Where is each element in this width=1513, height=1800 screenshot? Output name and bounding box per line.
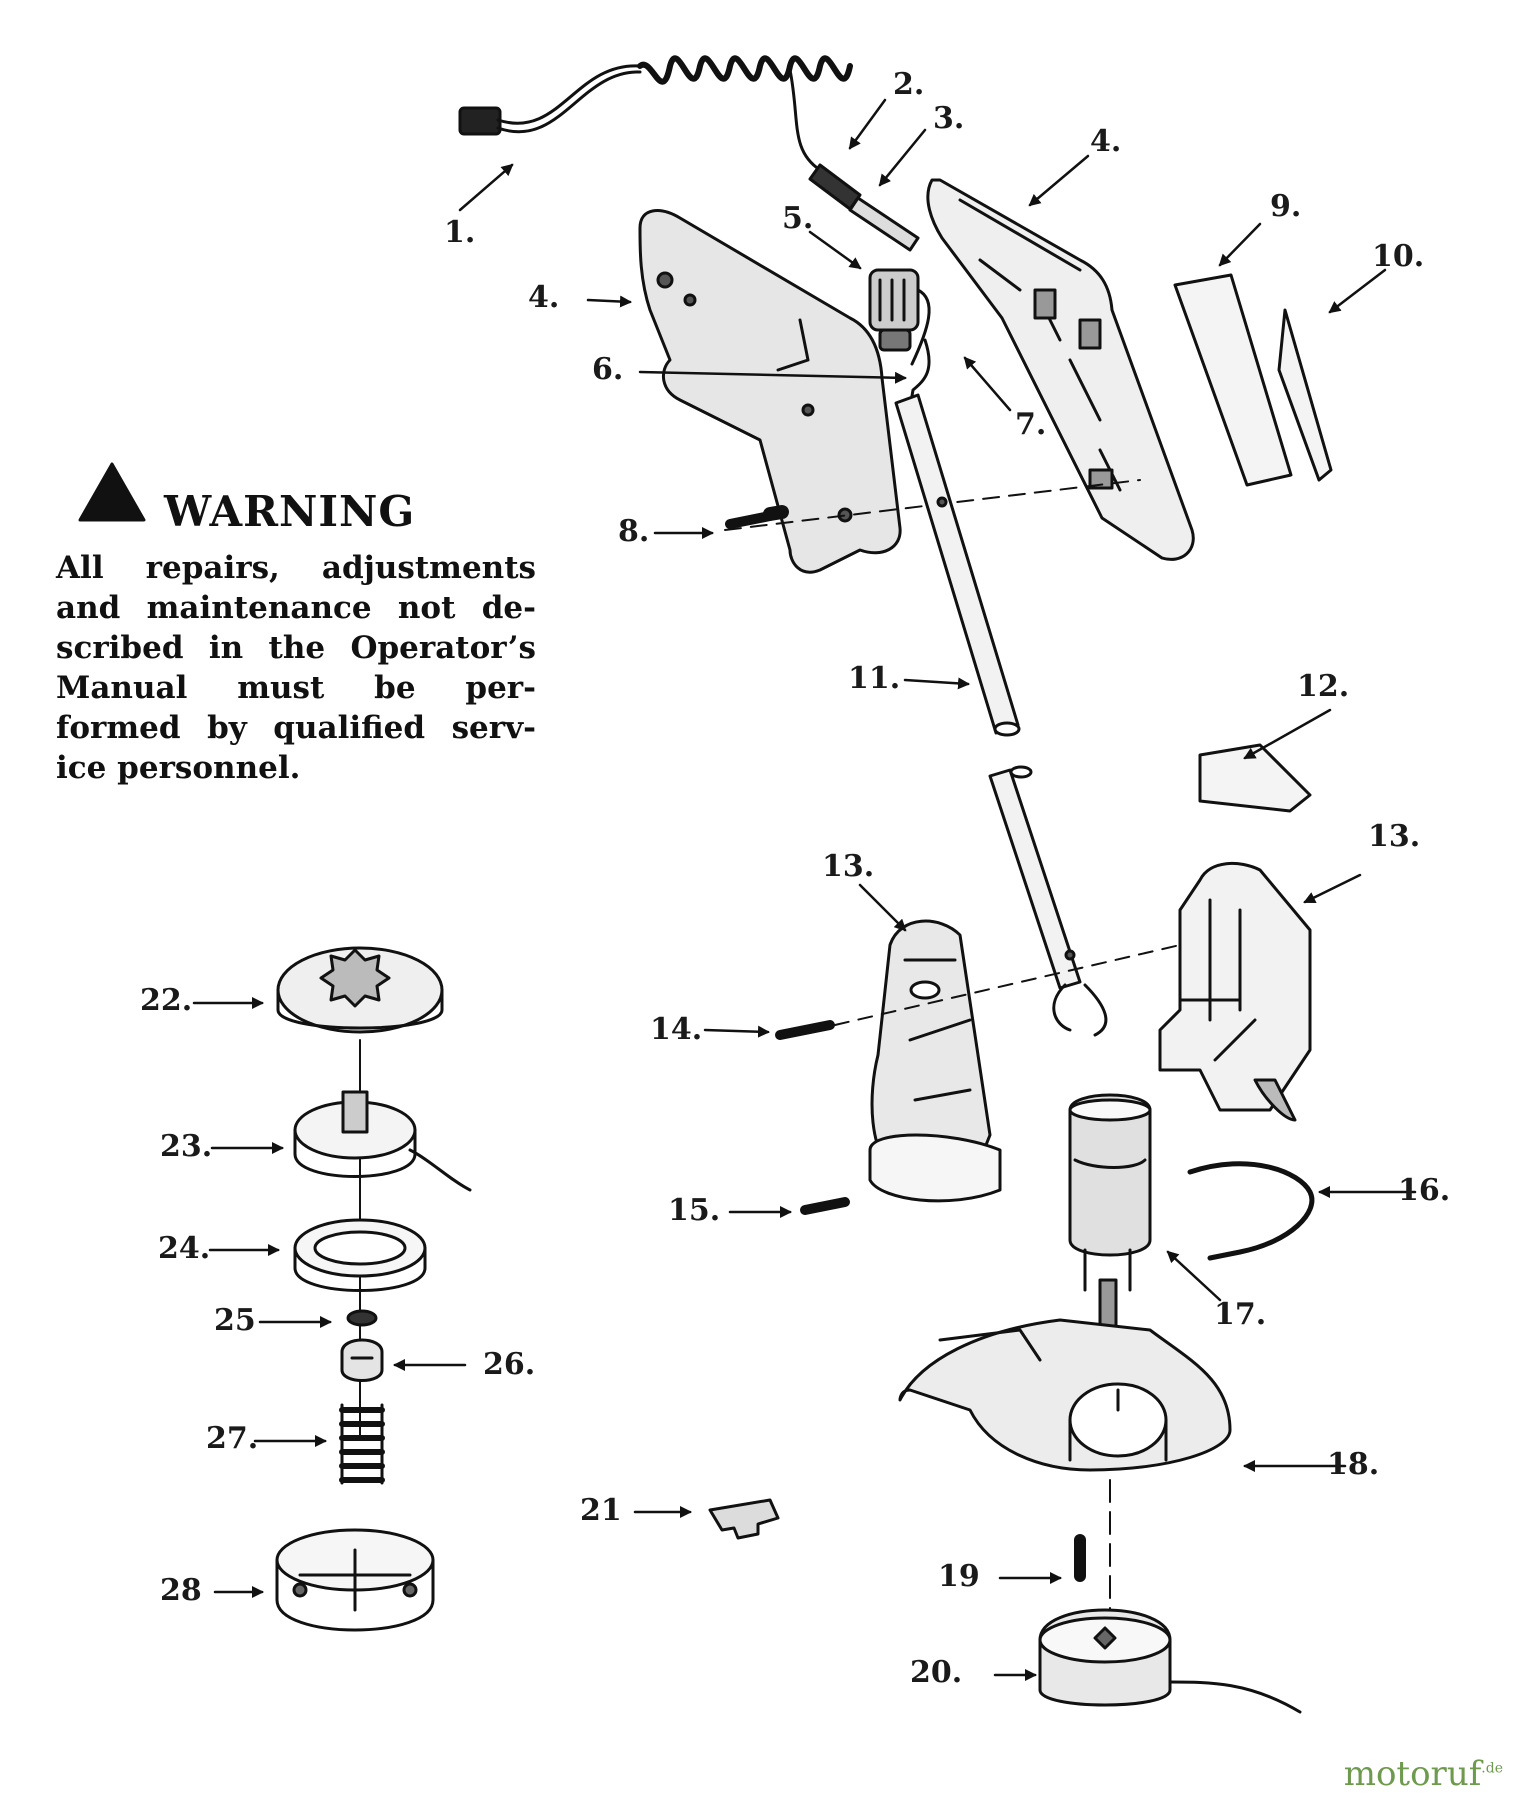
- warning-icon: [78, 462, 146, 522]
- washer-part: [346, 1309, 378, 1327]
- handle-half-right-part: [926, 178, 1195, 561]
- callout-22: 22.: [140, 983, 193, 1018]
- spring-part: [339, 1403, 385, 1485]
- callout-arrows: [192, 98, 1417, 1681]
- warning-title: WARNING: [164, 486, 416, 536]
- callout-6: 6.: [592, 352, 624, 387]
- warning-icon-space: [56, 480, 152, 542]
- callout-16: 16.: [1398, 1173, 1451, 1208]
- callout-26: 26.: [483, 1347, 536, 1382]
- callout-14: 14.: [650, 1012, 703, 1047]
- plug-and-cord-part: [458, 55, 862, 211]
- callout-3: 3.: [933, 101, 965, 136]
- warning-notice: WARNING All repairs, adjustments and mai…: [56, 480, 536, 788]
- handle-half-left-part: [638, 209, 902, 574]
- callout-5: 5.: [782, 201, 814, 236]
- callout-8: 8.: [618, 514, 650, 549]
- callout-19: 19: [938, 1559, 980, 1594]
- spool-housing-part: [275, 1528, 435, 1632]
- callout-1: 1.: [444, 215, 476, 250]
- motor-housing-left-part: [868, 919, 1002, 1203]
- motor-housing-right-part: [1158, 861, 1312, 1122]
- callout-7: 7.: [1015, 407, 1047, 442]
- guard-part: [898, 1318, 1232, 1472]
- callout-21: 21: [580, 1493, 622, 1528]
- lead-wire-part: [909, 338, 931, 404]
- warning-header: WARNING: [56, 480, 536, 542]
- callout-13-left: 13.: [822, 849, 875, 884]
- callout-18: 18.: [1327, 1447, 1380, 1482]
- clip-part: [708, 1498, 780, 1540]
- callout-11: 11.: [848, 661, 901, 696]
- callout-4-left: 4.: [528, 280, 560, 315]
- screw-8-part: [725, 505, 789, 529]
- callout-2: 2.: [893, 67, 925, 102]
- watermark: motoruf.de: [1344, 1754, 1503, 1794]
- callout-15: 15.: [668, 1193, 721, 1228]
- upper-shaft-part: [894, 393, 1021, 737]
- shield-insert-part: [1198, 743, 1312, 813]
- callout-13-right: 13.: [1368, 819, 1421, 854]
- callout-20: 20.: [910, 1655, 963, 1690]
- callout-28: 28: [160, 1573, 202, 1608]
- motor-part: [1068, 1093, 1152, 1332]
- line-spool-part: [293, 1090, 472, 1192]
- switch-part: [868, 268, 931, 366]
- housing-dashed-line: [834, 944, 1181, 1026]
- callout-4-right: 4.: [1090, 124, 1122, 159]
- screw-15-part: [800, 1197, 850, 1215]
- callout-25: 25: [214, 1303, 256, 1338]
- retaining-ring-part: [1187, 1161, 1315, 1261]
- spool-cap-part: [276, 946, 444, 1034]
- callout-24: 24.: [158, 1231, 211, 1266]
- label-triangle-part: [1277, 308, 1333, 482]
- callout-23: 23.: [160, 1129, 213, 1164]
- callout-10: 10.: [1372, 239, 1425, 274]
- lower-shaft-part: [988, 765, 1108, 1037]
- callout-27: 27.: [206, 1421, 259, 1456]
- watermark-name: motoruf: [1343, 1754, 1482, 1794]
- screw-14-part: [775, 1020, 835, 1040]
- watermark-tld: .de: [1481, 1760, 1503, 1777]
- strain-relief-part: [848, 196, 920, 252]
- label-strip-part: [1173, 273, 1293, 487]
- callout-17: 17.: [1214, 1297, 1267, 1332]
- callout-12: 12.: [1297, 669, 1350, 704]
- warning-text: All repairs, adjustments and maintenance…: [56, 550, 536, 786]
- spool-ring-part: [293, 1218, 427, 1292]
- spool-head-part: [1038, 1608, 1302, 1714]
- nut-part: [340, 1338, 384, 1382]
- callout-9: 9.: [1270, 189, 1302, 224]
